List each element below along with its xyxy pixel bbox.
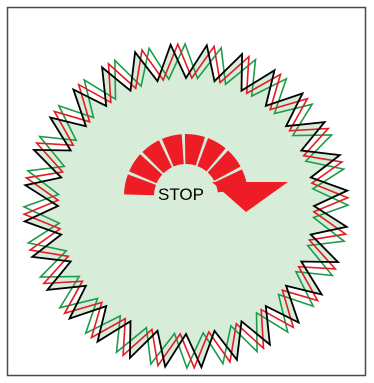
serrated-outline-green bbox=[21, 41, 351, 371]
arrow-segment bbox=[161, 134, 184, 167]
arrow-segment bbox=[197, 138, 226, 172]
rotation-arrow-icon bbox=[124, 133, 288, 212]
stop-label: STOP bbox=[158, 185, 204, 204]
serrated-outline-black bbox=[22, 42, 350, 370]
serrated-outline-red bbox=[22, 42, 350, 370]
arrowhead bbox=[212, 182, 288, 212]
arrow-segment bbox=[207, 150, 241, 181]
arrow-segment bbox=[142, 140, 172, 174]
arrow-segment bbox=[184, 133, 205, 166]
arrow-segment bbox=[129, 154, 163, 184]
arrow-segment bbox=[124, 174, 156, 196]
serrated-disc-fill bbox=[24, 44, 348, 368]
